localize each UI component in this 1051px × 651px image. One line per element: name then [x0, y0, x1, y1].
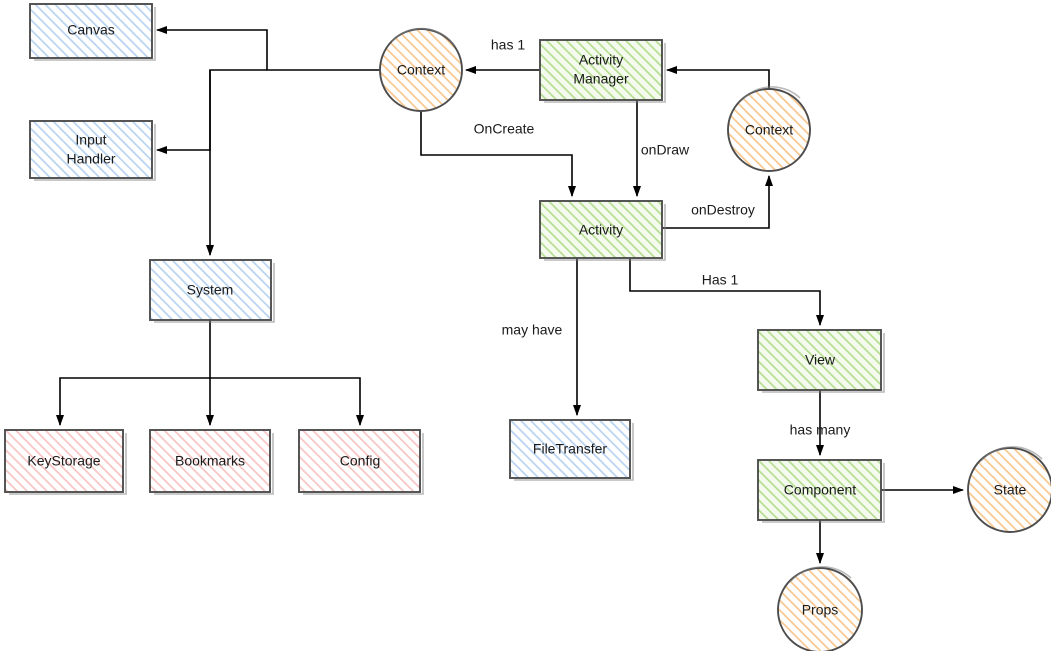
node-layer: Canvas Input Handler System KeyStorage [4, 3, 1051, 651]
node-context-left-label: Context [397, 62, 445, 78]
edge-system-to-keystorage [55, 377, 210, 427]
node-context-left[interactable]: Context [379, 27, 463, 112]
node-bookmarks[interactable]: Bookmarks [149, 429, 274, 495]
node-activity[interactable]: Activity [539, 200, 666, 261]
node-input-handler-label-line2: Handler [66, 151, 115, 167]
node-config-label: Config [340, 453, 380, 469]
node-view[interactable]: View [757, 329, 885, 393]
node-view-label: View [805, 352, 836, 368]
node-filetransfer-label: FileTransfer [533, 441, 608, 457]
node-bookmarks-label: Bookmarks [175, 453, 245, 469]
node-activity-manager-label-line2: Manager [573, 71, 629, 87]
node-filetransfer[interactable]: FileTransfer [509, 419, 634, 481]
edge-activity-to-view [629, 258, 825, 327]
edge-label-oncreate: OnCreate [474, 121, 535, 137]
edge-label-layer: has 1 OnCreate onDraw onDestroy Has 1 ma… [474, 37, 851, 438]
edge-context-left-to-activity [420, 111, 577, 198]
edge-activity-to-context-right [662, 174, 774, 229]
edge-label-may-have: may have [502, 322, 563, 338]
node-activity-manager[interactable]: Activity Manager [539, 39, 666, 103]
node-canvas[interactable]: Canvas [29, 3, 156, 61]
node-system-label: System [187, 282, 234, 298]
node-context-right-label: Context [745, 122, 793, 138]
edge-label-has-1-view: Has 1 [702, 272, 739, 288]
node-component[interactable]: Component [757, 459, 885, 523]
node-activity-label: Activity [579, 222, 623, 238]
node-system[interactable]: System [149, 259, 275, 323]
node-state-label: State [994, 482, 1027, 498]
node-props-label: Props [802, 602, 839, 618]
node-canvas-label: Canvas [67, 22, 114, 38]
edge-context-left-to-input-handler [155, 69, 267, 155]
edge-label-has-1: has 1 [491, 37, 525, 53]
node-keystorage[interactable]: KeyStorage [4, 429, 127, 495]
node-context-right[interactable]: Context [727, 86, 811, 172]
node-state[interactable]: State [967, 446, 1051, 533]
node-input-handler-label-line1: Input [75, 132, 106, 148]
node-component-label: Component [784, 482, 856, 498]
edge-context-right-to-activity-manager [665, 65, 770, 89]
node-props[interactable]: Props [777, 566, 863, 651]
node-keystorage-label: KeyStorage [27, 453, 100, 469]
node-input-handler[interactable]: Input Handler [29, 120, 156, 181]
node-activity-manager-label-line1: Activity [579, 52, 623, 68]
edge-label-has-many: has many [790, 422, 851, 438]
edge-layer [55, 25, 965, 565]
edge-label-ondraw: onDraw [641, 142, 690, 158]
node-config[interactable]: Config [298, 429, 424, 495]
edge-label-ondestroy: onDestroy [691, 202, 755, 218]
edge-context-left-to-canvas [155, 25, 380, 71]
edge-system-to-config [210, 377, 365, 427]
